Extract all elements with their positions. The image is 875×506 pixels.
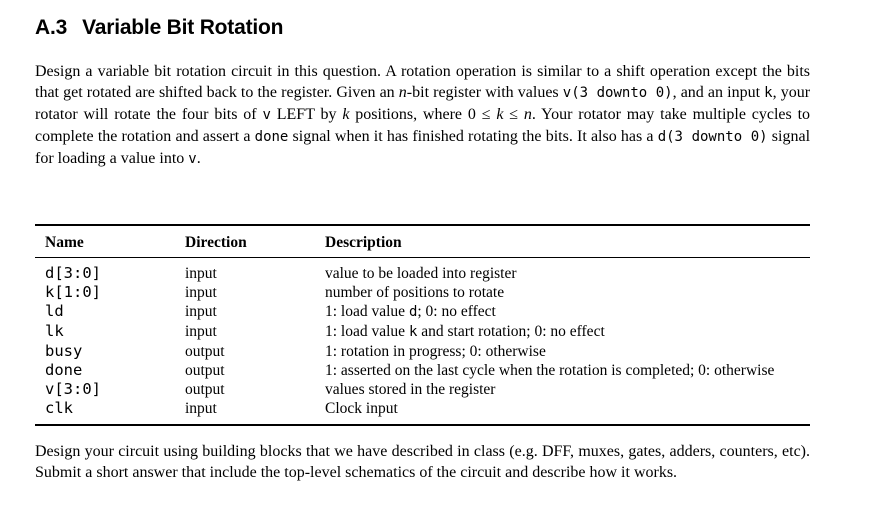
text-segment: k <box>408 324 418 340</box>
signal-description: 1: asserted on the last cycle when the r… <box>315 361 810 380</box>
text-segment: 1: load value <box>325 323 409 340</box>
text-segment: ; 0: no effect <box>417 303 496 320</box>
table-row: ld input 1: load value d; 0: no effect <box>35 302 810 322</box>
signal-name: ld <box>45 302 64 320</box>
text-segment: -bit register with values <box>406 84 563 101</box>
table-row: busy output 1: rotation in progress; 0: ot… <box>35 342 810 361</box>
signal-name: clk <box>45 399 73 417</box>
text-segment: . Your rotator may take multiple cycles … <box>35 106 811 145</box>
text-segment: n <box>398 84 407 101</box>
text-segment: Clock input <box>325 400 398 417</box>
signal-description: 1: load value d; 0: no effect <box>315 302 810 322</box>
text-segment: values stored in the register <box>325 381 496 398</box>
column-header-direction: Direction <box>175 225 315 258</box>
text-segment: value to be loaded into register <box>325 265 517 282</box>
signal-direction: output <box>185 343 225 360</box>
text-segment: v <box>188 151 197 167</box>
text-segment: done <box>254 129 289 145</box>
signal-description: value to be loaded into register <box>315 258 810 284</box>
intro-paragraph: Design a variable bit rotation circuit i… <box>35 61 810 170</box>
text-segment: 1: load value <box>325 303 409 320</box>
section-title: Variable Bit Rotation <box>82 16 284 39</box>
text-segment: v(3 downto 0) <box>562 85 673 101</box>
table-row: d[3:0] input value to be loaded into regis… <box>35 258 810 284</box>
text-segment: v <box>262 107 271 123</box>
text-segment: k <box>342 106 350 123</box>
text-segment: , and an input <box>672 84 765 101</box>
signal-direction: input <box>185 303 217 320</box>
text-segment: positions, where 0 ≤ <box>349 106 497 123</box>
text-segment: number of positions to rotate <box>325 284 505 301</box>
signal-table: Name Direction Description d[3:0] input va… <box>35 224 810 426</box>
signal-description: 1: load value k and start rotation; 0: n… <box>315 322 810 342</box>
column-header-description: Description <box>315 225 810 258</box>
text-segment: 1: rotation in progress; 0: otherwise <box>325 343 546 360</box>
signal-direction: input <box>185 323 217 340</box>
table-row: v[3:0] output values stored in the registe… <box>35 380 810 399</box>
closing-paragraph: Design your circuit using building block… <box>35 441 810 483</box>
text-segment: k <box>496 106 504 123</box>
text-segment: , your rotator will rotate the four bits… <box>35 84 811 123</box>
text-segment: d(3 downto 0) <box>657 129 768 145</box>
column-header-name: Name <box>35 225 175 258</box>
signal-direction: output <box>185 381 225 398</box>
signal-direction: input <box>185 400 217 417</box>
signal-name: busy <box>45 342 83 360</box>
text-segment: . <box>196 150 201 167</box>
text-segment: k <box>764 85 773 101</box>
text-segment: signal for loading a value into <box>35 128 811 167</box>
signal-description: number of positions to rotate <box>315 283 810 302</box>
table-row: done output 1: asserted on the last cycle … <box>35 361 810 380</box>
signal-direction: input <box>185 284 217 301</box>
text-segment: d <box>408 304 418 320</box>
text-segment: LEFT by <box>270 106 343 123</box>
table-row: clk input Clock input <box>35 399 810 425</box>
text-segment: 1: asserted on the last cycle when the r… <box>325 362 775 379</box>
signal-name: done <box>45 361 83 379</box>
signal-name: lk <box>45 322 64 340</box>
signal-direction: input <box>185 265 217 282</box>
signal-name: k[1:0] <box>45 283 101 301</box>
section-heading: A.3 Variable Bit Rotation <box>35 16 810 40</box>
signal-name: d[3:0] <box>45 264 101 282</box>
text-segment: ≤ <box>503 106 524 123</box>
table-row: lk input 1: load value k and start rotatio… <box>35 322 810 342</box>
text-segment: Design a variable bit rotation circuit i… <box>35 63 810 101</box>
table-row: k[1:0] input number of positions to rotate <box>35 283 810 302</box>
table-header-row: Name Direction Description <box>35 225 810 258</box>
signal-description: Clock input <box>315 399 810 425</box>
section-number: A.3 <box>35 16 68 39</box>
text-segment: signal when it has finished rotating the… <box>288 128 658 145</box>
signal-name: v[3:0] <box>45 380 101 398</box>
signal-direction: output <box>185 362 225 379</box>
table-body: d[3:0] input value to be loaded into regis… <box>35 258 810 426</box>
text-segment: and start rotation; 0: no effect <box>417 323 605 340</box>
signal-description: 1: rotation in progress; 0: otherwise <box>315 342 810 361</box>
text-segment: n <box>523 106 532 123</box>
signal-description: values stored in the register <box>315 380 810 399</box>
text-segment: Design your circuit using building block… <box>35 443 810 481</box>
